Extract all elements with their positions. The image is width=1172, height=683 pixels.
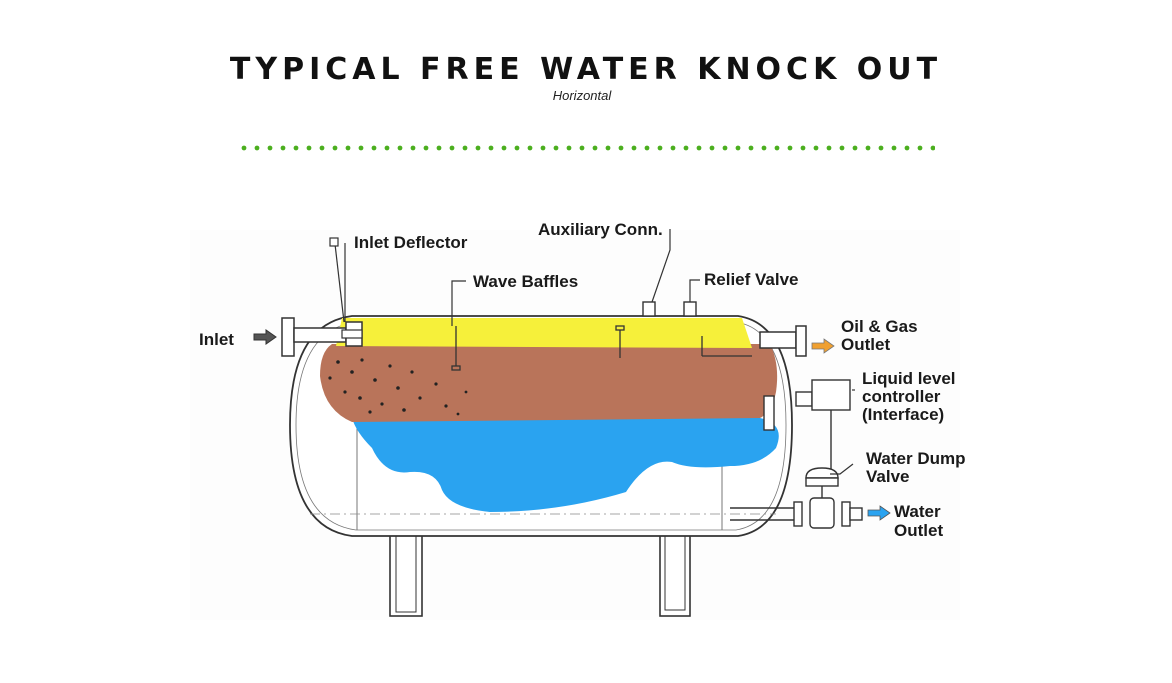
wave-baffles-label: Wave Baffles [473,272,578,291]
divider-dot [631,145,637,151]
leader-lines [344,229,855,475]
oil-gas-outlet-label-line2: Outlet [841,335,890,354]
inlet-deflector [329,237,363,339]
relief-valve-nozzle [683,301,697,317]
divider-dot [826,145,832,151]
divider-dot [618,145,624,151]
inlet-label: Inlet [199,330,234,349]
divider-dot [748,145,754,151]
divider-dot [800,145,806,151]
top-nozzles [642,301,697,317]
divider-dot [891,145,897,151]
divider-dot [397,145,403,151]
divider-dot [241,145,247,151]
divider-dot [358,145,364,151]
liquid-level-controller [763,379,851,470]
divider-dot [839,145,845,151]
divider-dot [761,145,767,151]
page-title: TYPICAL FREE WATER KNOCK OUT [229,52,943,87]
divider-dot [293,145,299,151]
divider-dot [709,145,715,151]
divider-dot [813,145,819,151]
oil-gas-outlet-nozzle [759,325,807,357]
divider-dot [306,145,312,151]
divider-dot [475,145,481,151]
divider-dot [683,145,689,151]
divider-dot [592,145,598,151]
divider-dot [696,145,702,151]
wave-baffles [451,325,752,371]
divider-dot [319,145,325,151]
auxiliary-nozzle [642,301,656,317]
divider-dot [449,145,455,151]
page-subtitle: Horizontal [552,88,612,103]
divider-dot [930,145,935,151]
divider-dot [254,145,260,151]
divider-dot [527,145,533,151]
liquid-level-label-line3: (Interface) [862,405,944,424]
vessel-inner-line [295,321,787,531]
divider-dot [553,145,559,151]
oil-gas-arrow-icon [811,338,835,354]
gas-bubbles [328,358,468,416]
divider-dot [878,145,884,151]
divider-dot [410,145,416,151]
divider-dot [384,145,390,151]
water-dump-valve [730,467,863,529]
divider-dot [267,145,273,151]
liquid-level-label-line2: controller [862,387,941,406]
flow-arrows [253,329,891,521]
divider-dot [566,145,572,151]
divider-dot [579,145,585,151]
water-outlet-label-line1: Water [894,502,941,521]
divider-dot [787,145,793,151]
divider-dot [605,145,611,151]
divider-dot [514,145,520,151]
water-outlet-label-line2: Outlet [894,521,943,540]
relief-valve-label: Relief Valve [704,270,799,289]
divider-dot [644,145,650,151]
inlet-arrow-icon [253,329,277,345]
divider-dot [371,145,377,151]
divider-dot [423,145,429,151]
divider-dot [462,145,468,151]
oil-gas-outlet-label-line1: Oil & Gas [841,317,918,336]
liquid-level-label-line1: Liquid level [862,369,956,388]
divider-dot [852,145,858,151]
divider-dot [501,145,507,151]
divider-dot [436,145,442,151]
header: TYPICAL FREE WATER KNOCK OUT Horizontal [0,0,1172,160]
divider-dot [540,145,546,151]
divider-dot [670,145,676,151]
gas-layer [336,318,752,348]
divider-dot [917,145,923,151]
inlet-deflector-label: Inlet Deflector [354,233,468,252]
divider-dot [657,145,663,151]
divider-dot [774,145,780,151]
divider-dot [488,145,494,151]
divider-dot [735,145,741,151]
water-layer [352,418,779,512]
dotted-divider [241,145,935,151]
water-dump-label-line1: Water Dump [866,449,966,468]
divider-dot [865,145,871,151]
oil-layer [320,344,778,422]
divider-dot [722,145,728,151]
water-arrow-icon [867,505,891,521]
water-dump-label-line2: Valve [866,467,910,486]
divider-dot [280,145,286,151]
divider-dot [904,145,910,151]
divider-dot [345,145,351,151]
divider-dot [332,145,338,151]
auxiliary-conn-label: Auxiliary Conn. [538,220,663,239]
